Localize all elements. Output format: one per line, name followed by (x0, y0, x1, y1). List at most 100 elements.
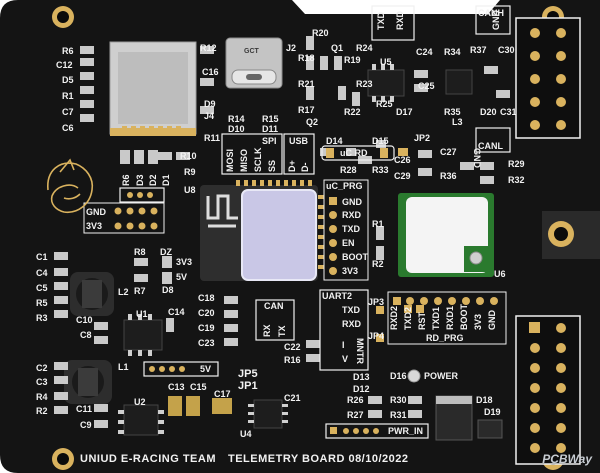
usb-c-connector (225, 37, 283, 89)
rd-prg-gnd: GND (487, 310, 497, 330)
label-r31: R31 (390, 410, 407, 420)
rail-5v-small-label: 5V (176, 272, 188, 282)
label-r29: R29 (508, 159, 525, 169)
label-c24: C24 (416, 47, 433, 57)
radio-module-u6 (398, 193, 494, 277)
label-d2: D2 (148, 174, 158, 186)
ic-u1 (123, 314, 163, 356)
label-dz: DZ (160, 247, 172, 257)
label-c27: C27 (440, 147, 457, 157)
label-c14: C14 (168, 307, 185, 317)
label-r37: R37 (470, 45, 487, 55)
label-u6: U6 (494, 269, 506, 279)
tantalum-caps (168, 396, 232, 416)
inductor-l1 (64, 360, 112, 404)
label-l1: L1 (118, 362, 129, 372)
label-r4: R4 (36, 392, 48, 402)
label-r26: R26 (347, 395, 364, 405)
label-c2: C2 (36, 363, 48, 373)
uc-prg-header (323, 179, 369, 281)
label-jp1: JP1 (238, 380, 258, 392)
label-r36: R36 (440, 171, 457, 181)
label-c16: C16 (202, 67, 219, 77)
label-r16: R16 (284, 355, 301, 365)
label-jp5: JP5 (238, 368, 258, 380)
label-r2: R2 (36, 406, 48, 416)
silkscreen-outlines (119, 5, 511, 439)
label-d10: D10 (228, 124, 245, 134)
label-d8: D8 (162, 285, 174, 295)
label-r5: R5 (36, 298, 48, 308)
label-r19: R19 (344, 55, 361, 65)
label-c19: C19 (198, 323, 215, 333)
label-d5: D5 (62, 75, 74, 85)
label-j4: J4 (204, 111, 215, 121)
uc-prg-boot: BOOT (342, 252, 368, 262)
label-r32: R32 (508, 175, 525, 185)
label-d20: D20 (480, 107, 497, 117)
mounting-hole-bl (52, 448, 74, 470)
ic-u4 (248, 399, 288, 429)
uart2-rxd: RXD (342, 319, 362, 329)
uart-top-txd: TXD (376, 12, 386, 30)
jumpers (376, 148, 424, 342)
label-r1: R1 (62, 91, 74, 101)
label-c31: C31 (500, 107, 517, 117)
label-u5: U5 (380, 57, 392, 67)
label-u4: U4 (240, 429, 252, 439)
label-q1: Q1 (331, 43, 344, 53)
label-d9: D9 (204, 99, 216, 109)
rd-prg-rxd1: RXD1 (445, 305, 455, 330)
sd-card-slot (109, 41, 197, 136)
label-r24: R24 (356, 43, 373, 53)
label-r11: R11 (204, 133, 221, 143)
uc-prg-gnd: GND (342, 197, 362, 207)
rd-prg-txd1: TXD1 (431, 306, 441, 330)
label-d3: D3 (135, 174, 145, 186)
label-c9: C9 (80, 420, 92, 430)
uc-rd-label: uC RD (340, 148, 368, 158)
rail-3v3-label: 3V3 (176, 257, 193, 267)
uc-prg-en: EN (342, 238, 355, 248)
mounting-hole-tl (52, 6, 74, 28)
mntr-v: V (342, 354, 349, 364)
wifi-module-u8 (200, 180, 324, 281)
label-c7: C7 (62, 107, 74, 117)
label-r28: R28 (340, 165, 357, 175)
uc-rd-leds (326, 148, 388, 158)
rd-prg-rst: RST (417, 312, 427, 330)
label-r6: R6 (62, 46, 74, 56)
header-gnd-label: GND (86, 207, 106, 217)
rd-prg-title: RD_PRG (426, 333, 464, 343)
label-c4: C4 (36, 268, 48, 278)
can-rx: RX (262, 324, 272, 337)
label-r33: R33 (372, 165, 389, 175)
label-r35: R35 (444, 107, 461, 117)
label-r14: R14 (228, 114, 245, 124)
label-r12: R12 (200, 43, 217, 53)
uc-prg-rxd: RXD (342, 210, 362, 220)
label-r21: R21 (298, 79, 315, 89)
label-c26: C26 (394, 155, 411, 165)
usb-label: USB (289, 136, 309, 146)
pin-header-bottom-right (515, 315, 581, 465)
rd-prg-rxd2: RXD2 (389, 305, 399, 330)
ic-l3 (445, 69, 473, 95)
rd-prg-header (387, 291, 507, 345)
label-c3: C3 (36, 377, 48, 387)
label-r34: R34 (444, 47, 461, 57)
uart2-title: UART2 (322, 291, 353, 301)
label-c21: C21 (284, 393, 301, 403)
power-led (407, 369, 421, 383)
can-top-gnd: GND (491, 10, 501, 30)
uc-prg-txd: TXD (342, 224, 360, 234)
ic-u5 (367, 64, 405, 102)
mntr-title: MNTR (355, 338, 365, 364)
header-gnd-3v3 (83, 202, 165, 234)
spi-label: SPI (262, 136, 277, 146)
diode-d18 (435, 395, 473, 441)
rd-prg-txd2: TXD2 (403, 306, 413, 330)
label-c15: C15 (190, 382, 207, 392)
mntr-i: I (342, 340, 345, 350)
